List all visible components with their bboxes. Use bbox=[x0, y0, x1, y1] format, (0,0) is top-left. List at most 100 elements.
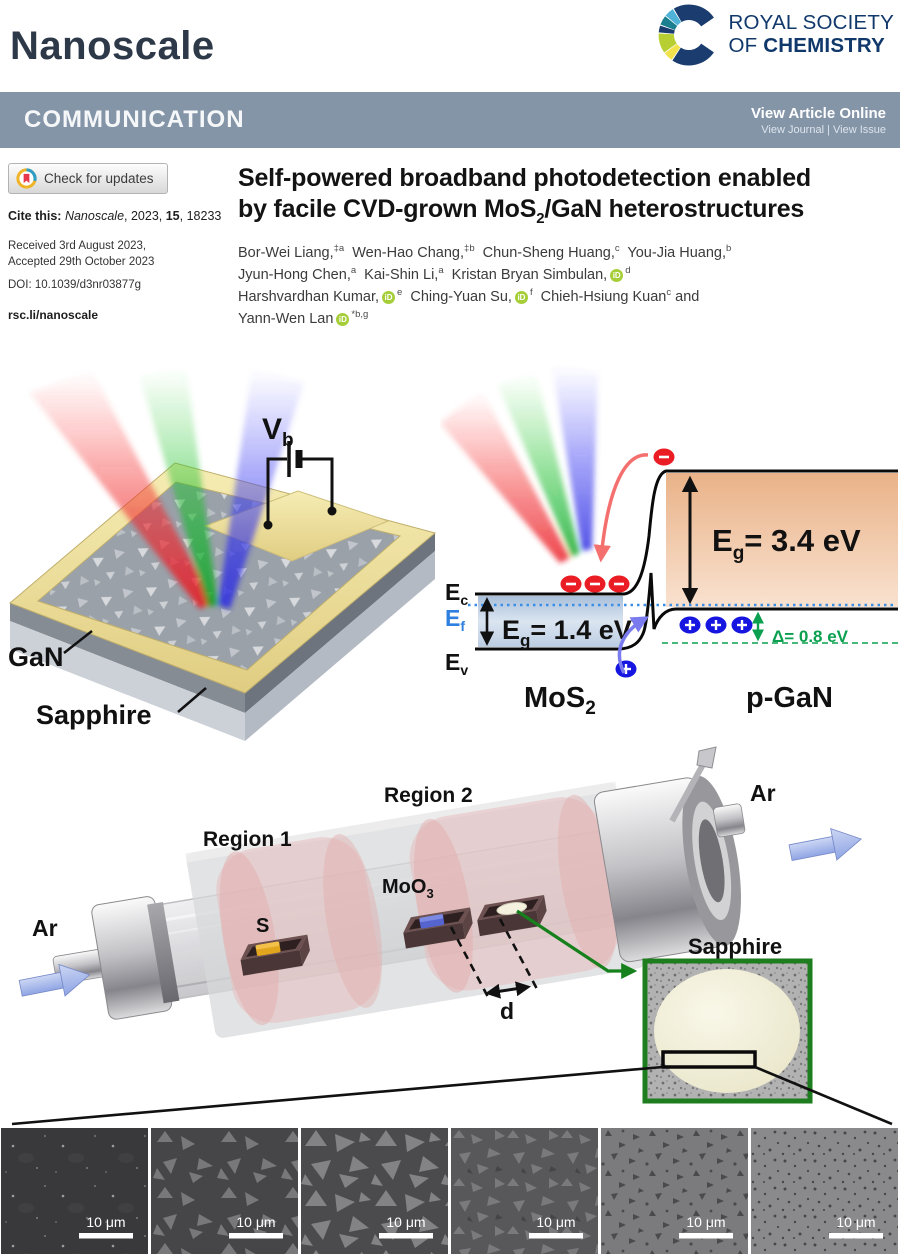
ec-label: Ec bbox=[445, 579, 468, 608]
author: Bor-Wei Liang,‡a bbox=[238, 242, 345, 261]
band-diagram-figure: Δ= 0.8 eV Eg= 1.4 eV Eg= 3.4 eV Ec Ef Ev bbox=[440, 365, 898, 719]
scale-bar bbox=[529, 1233, 583, 1239]
author: You-Jia Huang,b bbox=[627, 242, 732, 261]
scale-bar-label: 10 μm bbox=[686, 1214, 725, 1230]
distance-annotation: d bbox=[449, 918, 539, 1024]
ar-in-label: Ar bbox=[32, 915, 58, 941]
sem-panel-2: 10 μm bbox=[151, 1128, 298, 1254]
view-article-online-link[interactable]: View Article Online bbox=[750, 104, 886, 122]
outlet-flange bbox=[593, 775, 746, 963]
hole-transfer-arrow bbox=[617, 616, 650, 674]
rsc-logo: ROYAL SOCIETY OF CHEMISTRY bbox=[656, 2, 895, 68]
sapphire-pointer-arrow bbox=[516, 909, 638, 979]
substrate-boat bbox=[477, 894, 547, 937]
sampled-area-box bbox=[661, 1050, 757, 1069]
figure-row-1: Vb GaN Sapphire bbox=[0, 363, 900, 743]
vb-label: Vb bbox=[262, 413, 294, 451]
masthead: Nanoscale ROYAL SOCIETY OF CHEMISTRY bbox=[0, 0, 900, 92]
sapphire-inset-label: Sapphire bbox=[688, 934, 782, 959]
scale-bar-label: 10 μm bbox=[236, 1214, 275, 1230]
author: Wen-Hao Chang,‡b bbox=[352, 242, 475, 261]
view-online-block: View Article Online View Journal | View … bbox=[751, 105, 886, 136]
author-list: Bor-Wei Liang,‡a Wen-Hao Chang,‡b Chun-S… bbox=[238, 242, 890, 330]
ar-out-arrow bbox=[788, 828, 863, 862]
scale-bar bbox=[229, 1233, 283, 1239]
ar-out-label: Ar bbox=[750, 780, 776, 806]
gan-gap-label: Eg= 3.4 eV bbox=[712, 523, 861, 564]
orcid-icon[interactable]: iD bbox=[514, 290, 528, 304]
rgb-light-beams bbox=[30, 367, 304, 609]
received-date: Received 3rd August 2023, bbox=[8, 240, 147, 252]
journal-url-link[interactable]: rsc.li/nanoscale bbox=[8, 308, 99, 323]
orcid-icon[interactable]: iD bbox=[336, 312, 350, 326]
article-type: COMMUNICATION bbox=[24, 106, 245, 133]
sulfur-boat bbox=[240, 934, 310, 976]
author: Chieh-Hsiung Kuanc and bbox=[540, 286, 700, 305]
callout-line-right bbox=[754, 1065, 893, 1126]
scale-bar-label: 10 μm bbox=[386, 1214, 425, 1230]
sulfur-powder bbox=[255, 941, 280, 950]
received-accepted: Received 3rd August 2023, Accepted 29th … bbox=[8, 238, 222, 270]
author-line-2: Jyun-Hong Chen,a Kai-Shin Li,a Kristan B… bbox=[238, 264, 890, 286]
mos2-gap-label: Eg= 1.4 eV bbox=[502, 615, 632, 650]
article-meta-column: Check for updates Cite this: Nanoscale, … bbox=[8, 163, 222, 357]
moo3-label: MoO3 bbox=[382, 876, 434, 901]
d-label: d bbox=[500, 998, 514, 1024]
sapphire-photo-inset bbox=[642, 958, 813, 1104]
author: Kai-Shin Li,a bbox=[364, 264, 444, 283]
orcid-icon[interactable]: iD bbox=[382, 290, 396, 304]
check-for-updates-button[interactable]: Check for updates bbox=[8, 163, 168, 194]
ef-label: Ef bbox=[445, 605, 465, 634]
orcid-icon[interactable]: iD bbox=[610, 268, 624, 282]
bias-circuit bbox=[266, 441, 334, 525]
gan-label: GaN bbox=[8, 642, 64, 672]
pgan-label: p-GaN bbox=[746, 682, 833, 714]
author-line-1: Bor-Wei Liang,‡a Wen-Hao Chang,‡b Chun-S… bbox=[238, 242, 890, 264]
sem-panel-1: 10 μm bbox=[1, 1128, 148, 1254]
scale-bar bbox=[679, 1233, 733, 1239]
sem-image-strip: 10 μm 10 μm 10 μm 10 μm 10 μm 10 μm bbox=[0, 1128, 900, 1254]
rsc-wordmark: ROYAL SOCIETY OF CHEMISTRY bbox=[729, 12, 895, 57]
crossmark-icon bbox=[16, 168, 37, 189]
contact-dot-ring bbox=[327, 506, 337, 516]
inlet-flange bbox=[52, 896, 180, 1020]
scale-bar-label: 10 μm bbox=[86, 1214, 125, 1230]
region2-label: Region 2 bbox=[384, 784, 473, 807]
citation: Cite this: Nanoscale, 2023, 15, 18233 bbox=[8, 209, 222, 223]
author: Chun-Sheng Huang,c bbox=[482, 242, 620, 261]
sem-panel-5: 10 μm bbox=[601, 1128, 748, 1254]
scale-bar-label: 10 μm bbox=[536, 1214, 575, 1230]
scale-bar-label: 10 μm bbox=[836, 1214, 875, 1230]
conduction-band-line bbox=[475, 469, 898, 596]
article-title: Self-powered broadband photodetection en… bbox=[238, 164, 811, 227]
device-schematic-figure: Vb GaN Sapphire bbox=[8, 367, 437, 741]
scale-bar bbox=[379, 1233, 433, 1239]
region1-label: Region 1 bbox=[203, 828, 292, 851]
rsc-line2: OF CHEMISTRY bbox=[728, 34, 886, 57]
gan-pointer-line bbox=[63, 630, 93, 654]
moo3-powder bbox=[419, 914, 444, 923]
ar-in-arrow bbox=[18, 963, 91, 997]
valence-band-line bbox=[475, 572, 898, 651]
view-journal-issue-links[interactable]: View Journal | View Issue bbox=[761, 123, 886, 136]
mos2-label: MoS2 bbox=[524, 682, 596, 719]
gan-bandgap-region bbox=[666, 473, 898, 607]
gold-ring-electrode bbox=[9, 462, 437, 694]
rsc-line1: ROYAL SOCIETY bbox=[728, 11, 894, 35]
check-for-updates-label: Check for updates bbox=[44, 171, 154, 186]
doi: DOI: 10.1039/d3nr03877g bbox=[8, 279, 141, 292]
scale-bar bbox=[79, 1233, 133, 1239]
journal-title: Nanoscale bbox=[10, 24, 215, 68]
sem-panel-4: 10 μm bbox=[451, 1128, 598, 1254]
electron-transfer-arrow bbox=[593, 453, 649, 563]
sapphire-pointer-line bbox=[177, 687, 207, 713]
electrons bbox=[560, 448, 675, 593]
delta-value: Δ= 0.8 eV bbox=[772, 627, 849, 646]
sulfur-label: S bbox=[256, 915, 269, 937]
sem-panel-3: 10 μm bbox=[301, 1128, 448, 1254]
